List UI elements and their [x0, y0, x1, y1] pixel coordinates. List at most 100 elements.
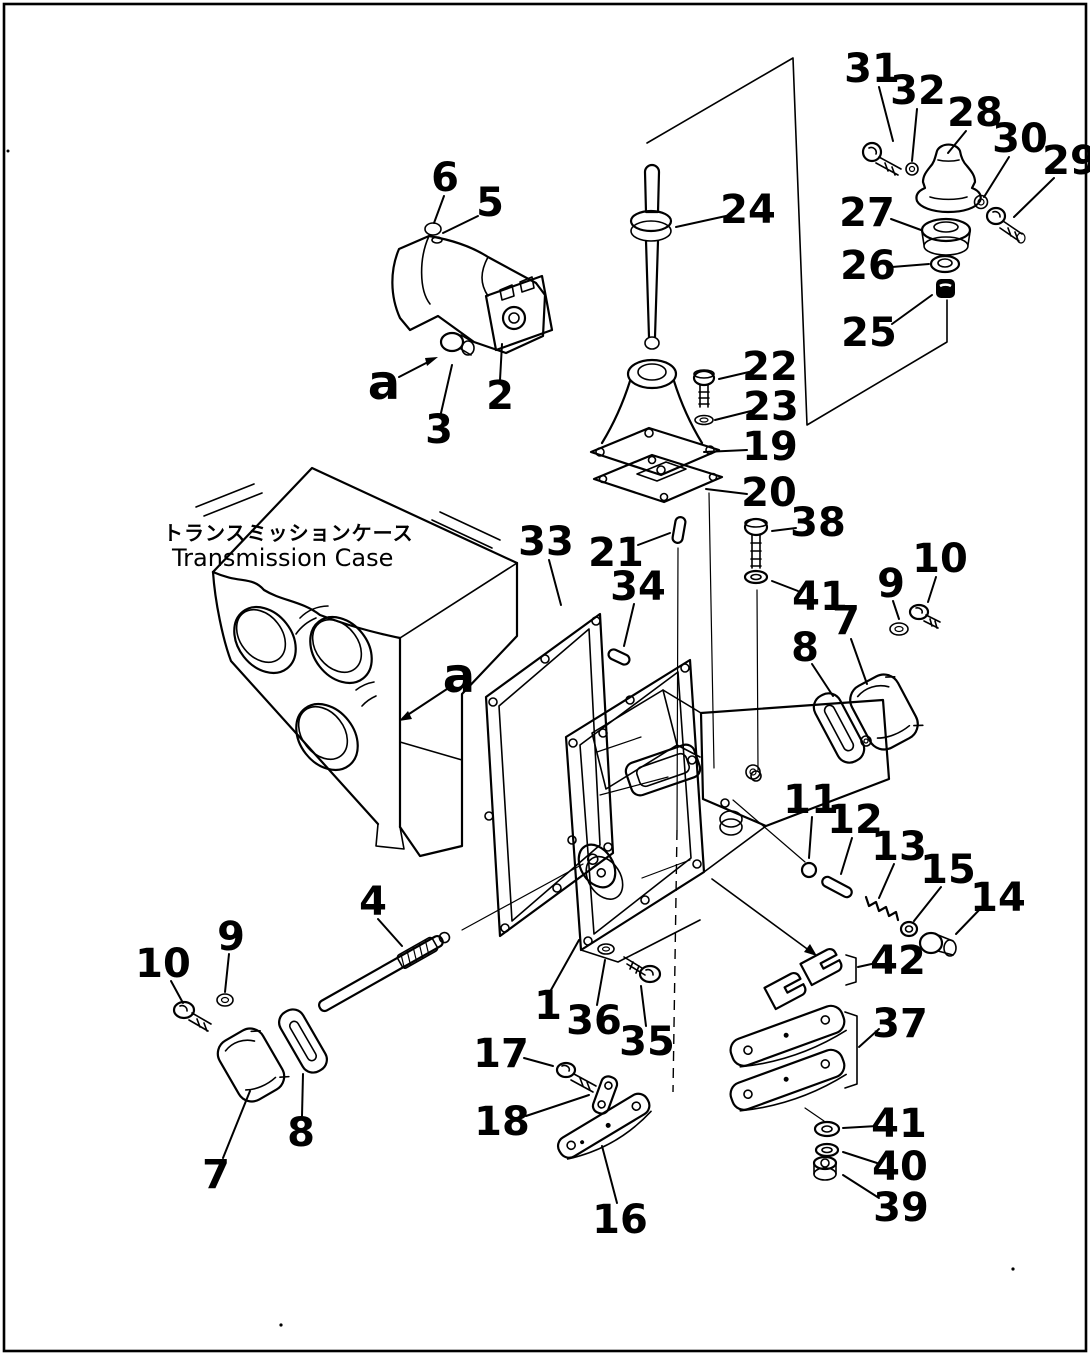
callout-21: 21	[588, 530, 644, 576]
case-label-jp: トランスミッションケース	[163, 521, 414, 545]
callout-27: 27	[839, 190, 895, 236]
washer-41-upper	[743, 569, 769, 585]
washer-15	[899, 920, 919, 938]
projection-boundary	[646, 57, 948, 426]
leader-9	[224, 953, 230, 993]
callout-9: 9	[217, 914, 245, 960]
washer-32	[905, 162, 919, 176]
leader-9	[892, 600, 900, 620]
leader-10	[927, 576, 937, 603]
shift-housing	[564, 658, 891, 963]
leader-28	[947, 130, 967, 154]
center-line-dashed	[672, 829, 678, 1093]
rod-axis-line	[461, 863, 584, 931]
leader-11	[808, 816, 813, 859]
projection-line	[756, 589, 759, 771]
leader-41	[842, 1125, 878, 1129]
pin-21	[671, 516, 687, 544]
leader-8	[811, 663, 834, 697]
leader-19	[703, 449, 748, 453]
shift-fork	[391, 234, 547, 355]
callout-11: 11	[783, 777, 839, 823]
leader-13	[878, 863, 895, 899]
lever-boot-detail	[861, 141, 1026, 298]
bolt-38	[743, 517, 769, 569]
lock-plate-37	[729, 1048, 847, 1112]
shift-tower	[589, 358, 724, 544]
callout-40: 40	[872, 1144, 928, 1190]
callout-2: 2	[486, 373, 514, 419]
plug-14	[918, 931, 957, 957]
center-line	[676, 547, 679, 831]
leader-22	[718, 371, 750, 380]
washer-40	[814, 1142, 840, 1158]
nut-25	[936, 279, 955, 298]
callout-41: 41	[871, 1101, 927, 1147]
callout-18: 18	[474, 1099, 530, 1145]
leader-3	[440, 364, 453, 414]
plate-stud-line	[804, 1107, 825, 1122]
tower-gasket-20	[592, 453, 724, 504]
callout-13: 13	[871, 824, 927, 870]
callout-6: 6	[431, 155, 459, 201]
shift-rod-4	[318, 931, 451, 1013]
side-cover-left	[216, 1027, 290, 1103]
nut-39	[812, 1155, 838, 1181]
leader-40	[842, 1151, 878, 1164]
leader-20	[705, 488, 748, 495]
callout-19: 19	[742, 424, 798, 470]
washer-23	[694, 414, 714, 426]
leader-6	[433, 195, 445, 224]
gate-opening	[624, 743, 702, 797]
leader-29	[1013, 177, 1055, 218]
leader-16	[601, 1145, 618, 1204]
callout-38: 38	[790, 500, 846, 546]
leader-a	[402, 688, 448, 719]
scan-speck	[279, 1323, 283, 1327]
callout-5: 5	[476, 180, 504, 226]
lock-plate-37	[729, 1004, 847, 1068]
leader-35	[640, 985, 647, 1027]
callout-14: 14	[970, 875, 1026, 921]
leader-30	[983, 156, 1010, 198]
leader-15	[913, 886, 942, 922]
leader-42	[857, 962, 877, 968]
callout-7: 7	[832, 598, 860, 644]
callout-15: 15	[920, 847, 976, 893]
bracket-37	[844, 1011, 858, 1089]
washer-41-lower	[813, 1120, 841, 1138]
leader-39	[842, 1174, 880, 1199]
callout-24: 24	[720, 187, 776, 233]
bolt-29	[985, 206, 1026, 244]
shift-link-16	[556, 1092, 652, 1160]
leader-18	[525, 1094, 590, 1117]
callout-29: 29	[1042, 138, 1090, 184]
washer-9-right	[889, 622, 909, 636]
bolt-22	[692, 369, 716, 408]
callout-39: 39	[873, 1185, 929, 1231]
callout-10: 10	[135, 941, 191, 987]
case-label-en: Transmission Case	[171, 544, 393, 572]
callout-8: 8	[791, 625, 819, 671]
detent-pin-12	[821, 875, 853, 899]
bolt-17	[555, 1061, 597, 1093]
cover-gasket-8-left	[278, 1008, 328, 1074]
detent-spring-13	[864, 895, 900, 922]
callout-1: 1	[534, 983, 562, 1029]
leader-a	[398, 360, 431, 378]
callout-17: 17	[473, 1031, 529, 1077]
bolt-35	[623, 956, 662, 984]
leader-8	[301, 1073, 304, 1117]
tower-flange-19	[589, 426, 721, 477]
washer-26	[929, 254, 961, 274]
detent-parts	[800, 861, 957, 957]
gear-shift-lever	[629, 163, 673, 350]
side-cover-right	[849, 673, 924, 751]
clip-pointer-arrow	[711, 878, 817, 956]
shift-fork-assembly	[391, 222, 554, 356]
scan-speck	[1011, 1267, 1015, 1271]
callout-10: 10	[912, 536, 968, 582]
leader-32	[911, 108, 918, 162]
